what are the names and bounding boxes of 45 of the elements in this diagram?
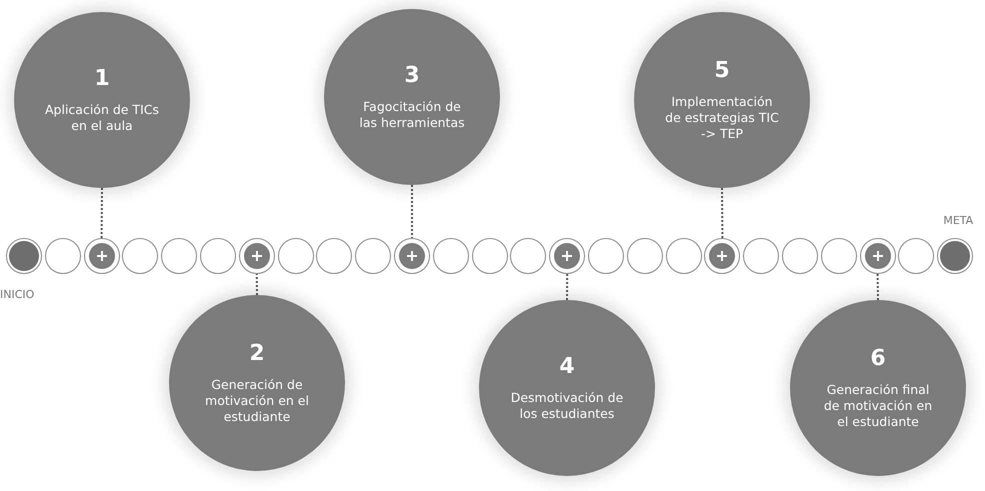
timeline-circle (782, 238, 818, 274)
timeline-end-circle (937, 238, 974, 274)
step-number: 1 (94, 66, 110, 92)
step-number: 5 (714, 58, 730, 84)
step-description: Implementación de estrategias TIC -> TEP (664, 94, 780, 142)
timeline-step-circle (238, 238, 275, 274)
timeline-circle (820, 238, 857, 274)
timeline-circle (666, 238, 702, 274)
timeline-step-circle (84, 238, 120, 274)
timeline-circle (44, 238, 81, 274)
timeline-step-circle (549, 238, 586, 274)
timeline-circle (122, 238, 158, 274)
timeline-circle (626, 238, 663, 274)
dotted-connector (876, 274, 879, 300)
dotted-connector (256, 274, 258, 296)
timeline-circle (355, 238, 392, 274)
step-number: 2 (249, 341, 265, 367)
timeline-circle (898, 238, 934, 274)
timeline-circle (316, 238, 352, 274)
timeline-end-label: META (943, 214, 974, 227)
timeline-circle (588, 238, 624, 274)
timeline-step-circle (860, 238, 896, 274)
step-description: Generación de motivación en el estudiante (204, 377, 310, 425)
step-number: 4 (559, 354, 575, 380)
timeline-circle (278, 238, 314, 274)
dotted-connector (721, 188, 724, 238)
timeline-circle (743, 238, 780, 274)
step-number: 6 (870, 346, 886, 372)
timeline-end-label: INICIO (0, 288, 34, 301)
dotted-connector (411, 185, 413, 238)
timeline-circle (432, 238, 469, 274)
step-description: Desmotivación de los estudiantes (510, 390, 624, 422)
dotted-connector (100, 188, 103, 238)
timeline-circle (161, 238, 198, 274)
timeline-end-circle (6, 238, 42, 274)
timeline-step-circle (704, 238, 740, 274)
dotted-connector (566, 274, 568, 300)
step-description: Generación final de motivación en el estudiante (822, 382, 934, 430)
timeline-circle (510, 238, 546, 274)
timeline-step-circle (394, 238, 430, 274)
step-description: Aplicación de TICs en el aula (44, 102, 160, 134)
step-description: Fagocitación de las herramientas (358, 99, 466, 131)
timeline-circle (200, 238, 236, 274)
step-number: 3 (404, 63, 420, 89)
timeline-circle (472, 238, 508, 274)
